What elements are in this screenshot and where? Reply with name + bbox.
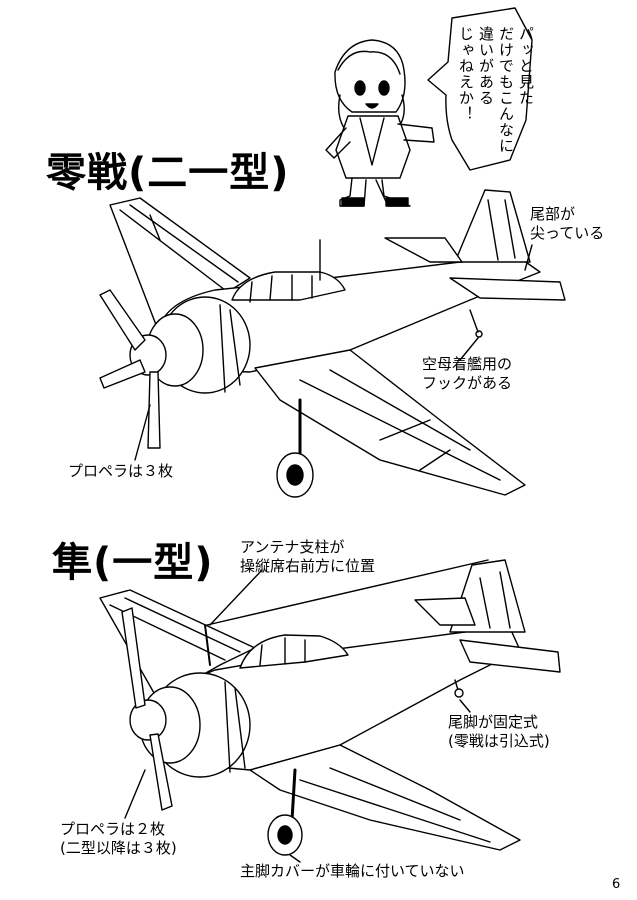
speech-line-1: パッと見た bbox=[517, 26, 535, 106]
speech-bubble: パッと見た だけでもこんなに 違いがある じゃねえか！ bbox=[456, 26, 535, 161]
hayabusa-propeller-line-1: プロペラは２枚 bbox=[60, 820, 166, 838]
zero-tail-callout: 尾部が 尖っている bbox=[530, 205, 604, 243]
hayabusa-propeller-line-2: (二型以降は３枚) bbox=[60, 839, 177, 857]
hayabusa-gear-cover-callout: 主脚カバーが車輪に付いていない bbox=[240, 862, 465, 880]
zero-hook-line-2: フックがある bbox=[422, 374, 513, 392]
hayabusa-antenna-line-2: 操縦席右前方に位置 bbox=[240, 557, 376, 575]
hayabusa-propeller-callout: プロペラは２枚 (二型以降は３枚) bbox=[60, 820, 177, 858]
leader-gear-cover bbox=[289, 854, 301, 863]
page-number: 6 bbox=[612, 877, 621, 892]
leader-antenna bbox=[209, 569, 263, 626]
zero-propeller-callout: プロペラは３枚 bbox=[68, 462, 174, 480]
zero-hook-callout: 空母着艦用の フックがある bbox=[422, 355, 512, 393]
character-illustration bbox=[325, 39, 435, 207]
zero-tail-line-1: 尾部が bbox=[530, 205, 576, 223]
speech-line-4: じゃねえか！ bbox=[457, 26, 475, 122]
hayabusa-antenna-callout: アンテナ支柱が 操縦席右前方に位置 bbox=[240, 538, 375, 576]
speech-line-3: 違いがある bbox=[477, 26, 495, 106]
zero-hook-line-1: 空母着艦用の bbox=[422, 355, 513, 373]
hayabusa-illustration bbox=[99, 559, 561, 856]
hayabusa-antenna-line-1: アンテナ支柱が bbox=[240, 538, 345, 556]
hayabusa-tailwheel-line-2: (零戦は引込式) bbox=[448, 732, 550, 750]
hayabusa-tailwheel-callout: 尾脚が固定式 (零戦は引込式) bbox=[448, 713, 550, 751]
leader-zero-prop bbox=[134, 404, 151, 461]
speech-line-2: だけでもこんなに bbox=[497, 26, 515, 154]
zero-title: 零戦(二一型) bbox=[46, 150, 290, 196]
leader-tailwheel bbox=[459, 699, 471, 713]
leader-haya-prop bbox=[124, 769, 146, 819]
hayabusa-title: 隼(一型) bbox=[52, 540, 214, 586]
leader-tail bbox=[524, 244, 533, 271]
speech-bubble-outline bbox=[427, 7, 533, 171]
zero-fighter-illustration bbox=[99, 189, 566, 498]
zero-tail-line-2: 尖っている bbox=[530, 224, 605, 242]
leader-hook bbox=[459, 337, 479, 361]
hayabusa-tailwheel-line-1: 尾脚が固定式 bbox=[448, 713, 539, 731]
